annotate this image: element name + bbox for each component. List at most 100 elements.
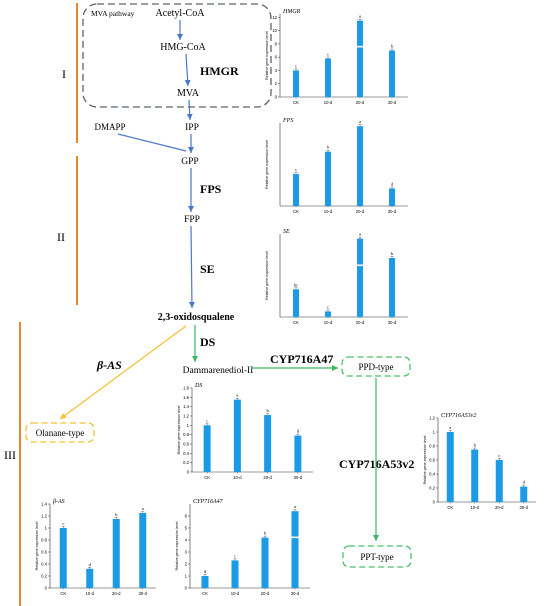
fps-label: FPS (200, 182, 222, 196)
y-tick-label: 1.2 (41, 514, 47, 519)
acetyl-coa-label: Acetyl-CoA (156, 8, 206, 19)
y-tick-label: 1 (433, 430, 436, 435)
dmapp-label: DMAPP (94, 122, 125, 132)
x-tick-label: 30-d (388, 100, 397, 105)
axis-break (356, 45, 364, 48)
phase-label-1: I (62, 67, 66, 81)
y-tick-label: 0.4 (41, 562, 47, 567)
y-tick-label: 0 (187, 470, 190, 475)
mva-pathway-label: MVA pathway (91, 9, 135, 18)
dammarenediol-label: Dammarenediol-II (183, 366, 254, 376)
x-tick-label: 20-d (356, 100, 365, 105)
bar (294, 435, 302, 472)
x-tick-label: 30-d (388, 320, 397, 325)
bar (112, 519, 120, 588)
y-tick-label: 4 (185, 538, 188, 543)
bar (389, 50, 395, 97)
y-axis-label: Relative gene expression level (265, 251, 269, 300)
hmgr-label: HMGR (200, 64, 239, 78)
chart-title: HMGR (282, 9, 301, 15)
y-tick-label: 0 (45, 586, 48, 591)
bar (293, 289, 299, 317)
y-tick-label: 12 (272, 15, 277, 20)
y-tick-label: 0 (275, 95, 278, 100)
y-tick-label: 0.4 (429, 472, 435, 477)
bar (59, 528, 67, 588)
x-tick-label: 10-d (324, 209, 333, 214)
ipp-label: IPP (185, 123, 199, 133)
significance-letter: d (391, 181, 394, 186)
bar (233, 399, 241, 472)
y-tick-label: 4 (275, 68, 278, 73)
chart-title: SE (283, 229, 290, 235)
y-tick-label: 1 (185, 574, 188, 579)
gpp-label: GPP (181, 157, 198, 167)
bar (389, 188, 395, 206)
y-tick-label: 0.8 (183, 432, 189, 437)
significance-letter: b (474, 443, 477, 448)
chart-title: β-AS (52, 499, 65, 505)
y-axis-label: Relative gene expression level (423, 435, 427, 484)
arrow-hmg-to-mva (184, 53, 191, 87)
bar (446, 432, 454, 502)
x-tick-label: 10-d (324, 320, 333, 325)
y-tick-label: 1.8 (183, 386, 189, 391)
x-tick-label: 20-d (356, 209, 365, 214)
bar (293, 174, 299, 206)
beta-as-label: β-AS (96, 358, 122, 372)
bar (325, 151, 331, 206)
bar (86, 568, 94, 588)
significance-letter: c (234, 553, 236, 558)
bar (291, 511, 299, 588)
significance-letter: c (295, 167, 297, 172)
bar (203, 425, 211, 472)
significance-letter: a (359, 119, 361, 124)
significance-letter: c (62, 521, 64, 526)
y-tick-label: 2 (275, 81, 278, 86)
significance-letter: b (264, 531, 267, 536)
significance-letter: a (294, 504, 296, 509)
significance-letter: d (89, 562, 92, 567)
chart-title: DS (194, 383, 202, 389)
cyp716a47-label: CYP716A47 (270, 352, 333, 366)
y-tick-label: 6 (185, 514, 188, 519)
x-tick-label: 10-d (324, 100, 333, 105)
bar (201, 576, 209, 588)
phase-label-3: III (4, 448, 16, 462)
arrow-mva-to-ipp (186, 99, 193, 121)
arrow-oxidosqualene-to-oleanane (59, 325, 187, 420)
ppt-type-label: PPT-type (360, 552, 393, 562)
y-tick-label: 0.2 (429, 486, 435, 491)
y-tick-label: 1.2 (429, 416, 435, 421)
x-tick-label: 10-d (233, 475, 242, 480)
significance-letter: a (236, 393, 238, 398)
y-tick-label: 0.6 (41, 550, 47, 555)
y-tick-label: 0.2 (41, 574, 47, 579)
bar (293, 70, 299, 97)
bar (495, 460, 503, 502)
bar (471, 449, 479, 502)
x-tick-label: CK (293, 209, 299, 214)
y-tick-label: 0.6 (429, 458, 435, 463)
hmg-coa-label: HMG-CoA (160, 42, 206, 53)
ppd-type-box (341, 356, 411, 377)
y-tick-label: 1.2 (183, 414, 189, 419)
y-tick-label: 1.4 (41, 502, 47, 507)
mva-label: MVA (177, 88, 200, 99)
arrow-fpp-to-oxidosqualene (188, 225, 195, 309)
phase-label-2: II (57, 230, 65, 244)
bar (231, 560, 239, 588)
significance-letter: c (206, 418, 208, 423)
significance-letter: b (115, 512, 118, 517)
significance-letter: c (327, 51, 329, 56)
significance-letter: d (204, 569, 207, 574)
y-tick-label: 0.8 (41, 538, 47, 543)
bar (520, 486, 528, 502)
y-tick-label: 3 (185, 550, 188, 555)
y-tick-label: 1 (45, 526, 48, 531)
